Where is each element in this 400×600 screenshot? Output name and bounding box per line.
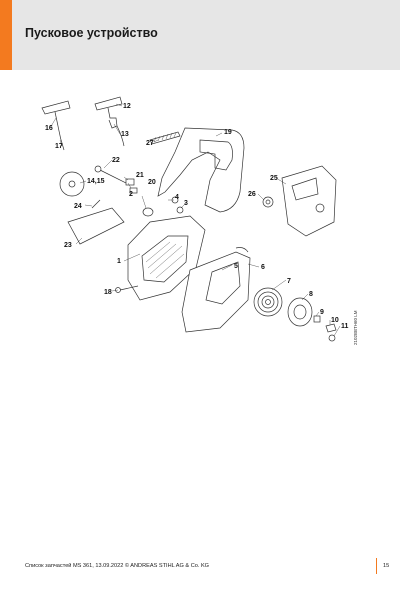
callout-25: 25: [270, 175, 278, 182]
callout-6: 6: [261, 264, 265, 271]
exploded-parts-diagram: 16 17 12 13 27 19 22 14,15 21 20 2 4 3 2…: [41, 96, 358, 345]
footer-divider: [376, 558, 377, 574]
washer-14-15: [59, 171, 85, 197]
rope-guide-27: [149, 131, 181, 145]
callout-24: 24: [74, 203, 82, 210]
callout-20: 20: [148, 179, 156, 186]
drawing-code: 2102BBTH60 LM: [353, 310, 358, 345]
callout-8: 8: [309, 291, 313, 298]
spring-10: [325, 323, 337, 333]
cover-25: [281, 165, 337, 237]
callout-9: 9: [320, 309, 324, 316]
callout-21: 21: [136, 172, 144, 179]
screw-22: [94, 165, 131, 186]
callout-11: 11: [341, 323, 349, 330]
callout-16: 16: [45, 125, 53, 132]
callout-27: 27: [146, 140, 154, 147]
plate-23: [67, 207, 125, 245]
nut-21: [125, 178, 135, 186]
callout-2: 2: [129, 191, 133, 198]
callout-17: 17: [55, 143, 63, 150]
handle-frame-19: [157, 127, 245, 213]
callout-1: 1: [117, 258, 121, 265]
starter-grip-16: [41, 100, 71, 151]
rewind-spring-7: [253, 287, 283, 317]
callout-3: 3: [184, 200, 188, 207]
callout-22: 22: [112, 157, 120, 164]
plug-2: [142, 207, 154, 217]
callout-12: 12: [123, 103, 131, 110]
callout-26: 26: [248, 191, 256, 198]
callout-7: 7: [287, 278, 291, 285]
starter-grip-12: [94, 96, 125, 147]
nut-20: [129, 187, 138, 194]
header-accent-bar: [0, 0, 12, 70]
part-3: [176, 206, 184, 214]
rewind-housing-6: [181, 247, 251, 333]
page-header: Пусковое устройство: [0, 0, 400, 70]
callout-18: 18: [104, 289, 112, 296]
fan-housing-1: [127, 215, 206, 301]
screw-24: [91, 199, 101, 209]
callout-5: 5: [234, 263, 238, 270]
pawl-9: [313, 315, 321, 323]
callout-14-15: 14,15: [87, 178, 105, 185]
page-title: Пусковое устройство: [25, 26, 158, 40]
callout-10: 10: [331, 317, 339, 324]
callout-23: 23: [64, 242, 72, 249]
nut-26: [262, 196, 274, 208]
callout-13: 13: [121, 131, 129, 138]
callout-4: 4: [175, 194, 179, 201]
rope-rotor-8: [287, 297, 313, 327]
callout-19: 19: [224, 129, 232, 136]
page-number: 15: [383, 563, 390, 569]
clip-11: [328, 334, 336, 342]
footer-copyright: Список запчастей MS 361, 13.09.2022 © AN…: [25, 563, 210, 569]
